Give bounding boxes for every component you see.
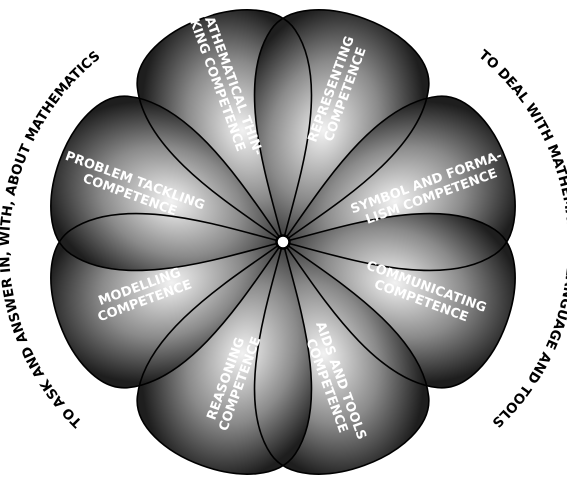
petal-outline-symbol-formalism bbox=[281, 95, 516, 272]
petal-outline-mathematical-thinking bbox=[136, 9, 313, 244]
petal-outline-group bbox=[50, 9, 516, 475]
petal-outline-reasoning bbox=[136, 240, 313, 475]
petal-outline-communicating bbox=[281, 212, 516, 389]
center-circle bbox=[275, 234, 291, 250]
petal-outline-aids-tools bbox=[253, 240, 430, 475]
petal-outline-problem-tackling bbox=[50, 95, 285, 272]
petal-outline-modelling bbox=[50, 212, 285, 389]
petal-outline-representing bbox=[253, 9, 430, 244]
